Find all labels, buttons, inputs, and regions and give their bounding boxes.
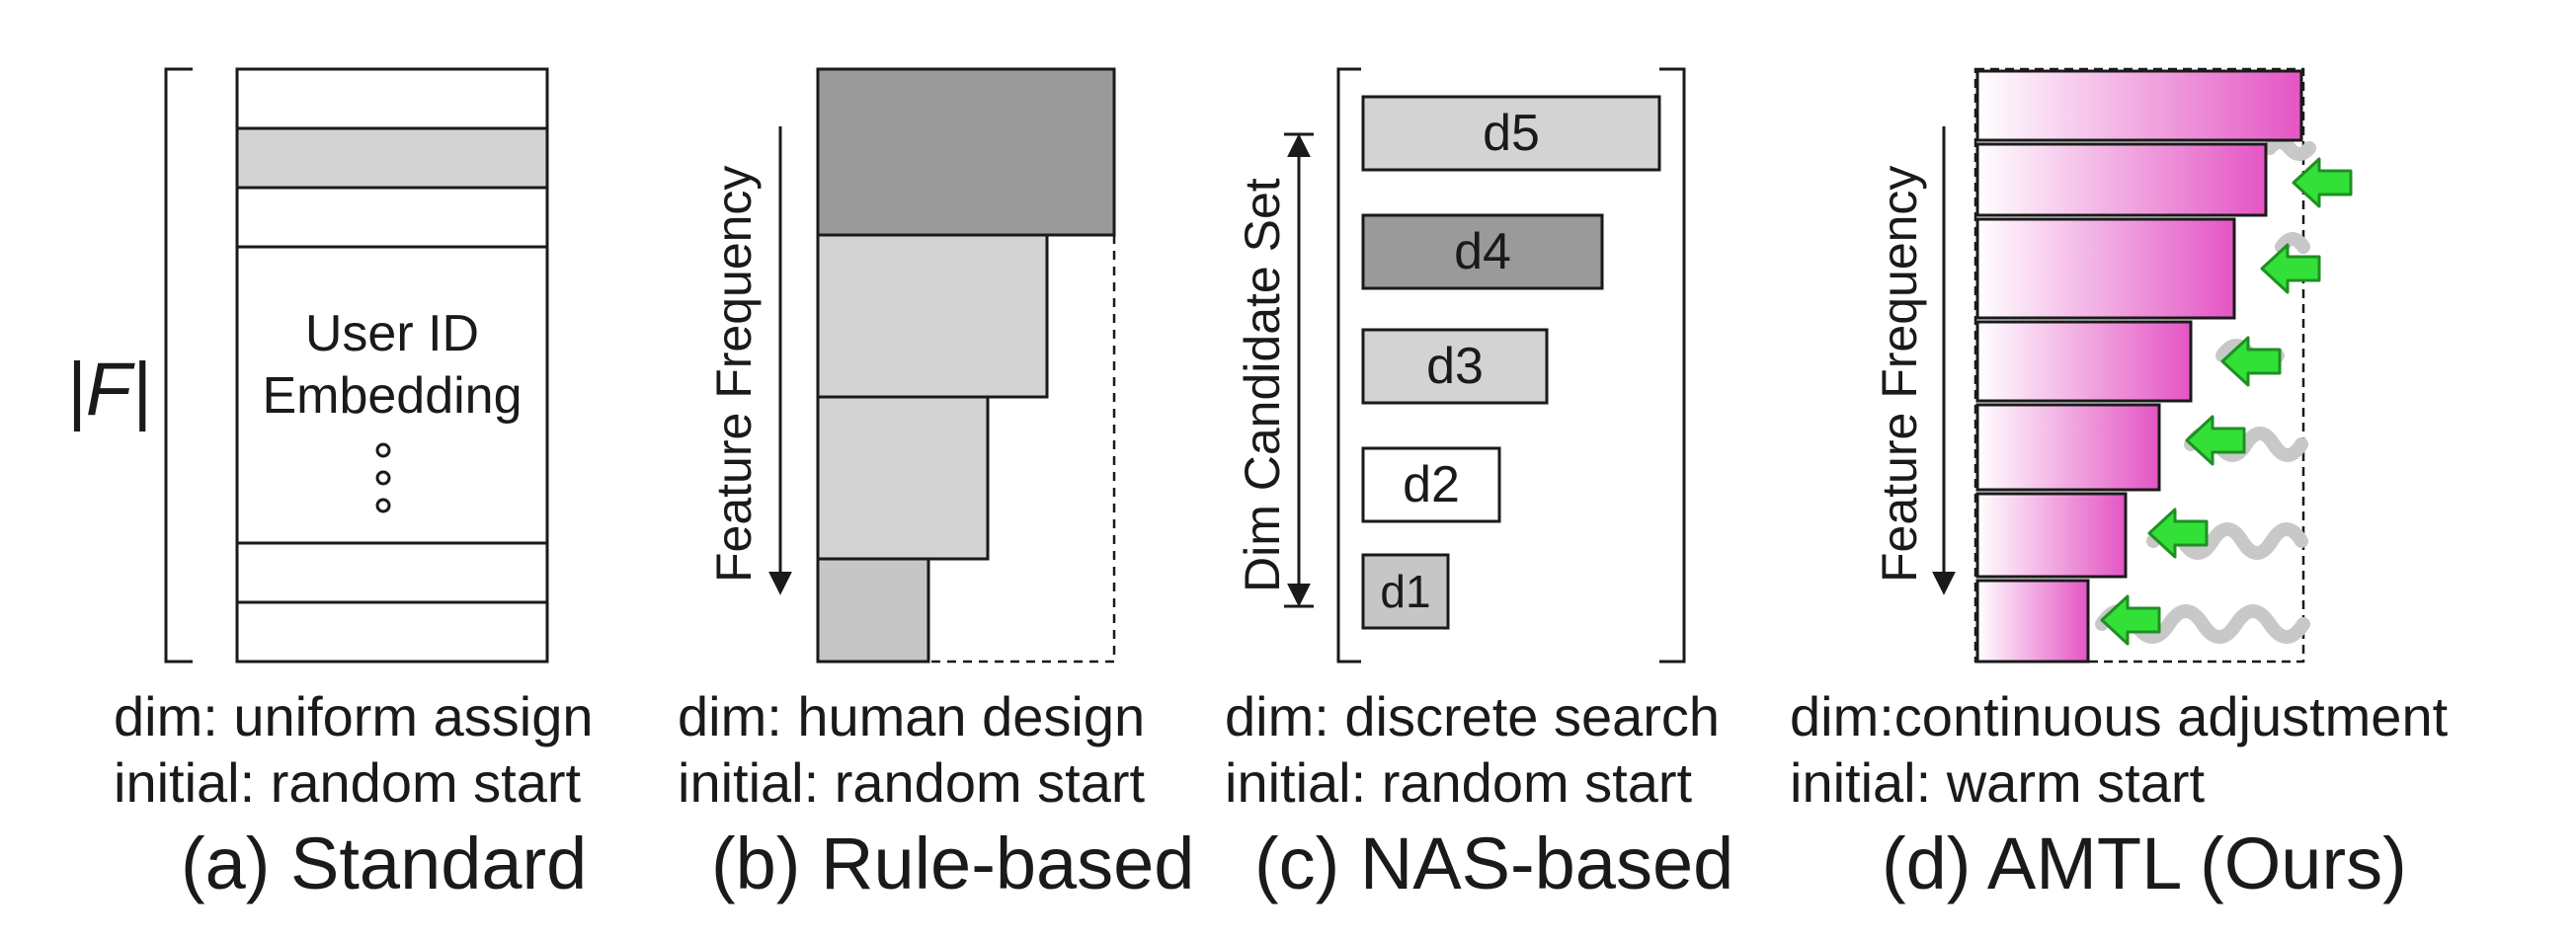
panel-d-line2: initial: warm start [1790, 751, 2206, 814]
embed-body [235, 245, 549, 545]
candidate-d5-label: d5 [1483, 105, 1540, 162]
embed-label-line2: Embedding [262, 367, 522, 425]
rule-block-2 [816, 233, 1049, 399]
embed-row [235, 67, 549, 130]
candidate-d3-label: d3 [1426, 338, 1484, 395]
rule-block-1 [816, 67, 1116, 237]
dashed-outline [928, 235, 1116, 664]
panel-c: Dim Candidate Set d5 d4 d3 d2 d1 dim: di… [1225, 67, 1733, 904]
axis-label-feature-frequency: Feature Frequency [706, 166, 762, 583]
panel-d: Feature Frequency dim: [1790, 67, 2449, 904]
adjust-arrow-icon [2185, 415, 2246, 466]
panel-c-caption: (c) NAS-based [1254, 822, 1733, 904]
candidate-d1-label: d1 [1380, 566, 1430, 617]
amtl-bar-1 [1975, 69, 2303, 142]
adjust-arrow-icon [2220, 336, 2282, 387]
candidate-d1 [1361, 553, 1450, 630]
candidate-d5 [1361, 95, 1661, 172]
axis-label-feature-frequency: Feature Frequency [1872, 166, 1927, 583]
amtl-bar-5 [1975, 403, 2161, 492]
panel-b: Feature Frequency dim: human design init… [678, 67, 1194, 904]
amtl-bar-6 [1975, 492, 2128, 579]
candidate-d4 [1361, 213, 1604, 290]
panel-c-line2: initial: random start [1225, 751, 1693, 814]
panel-d-caption: (d) AMTL (Ours) [1882, 822, 2407, 904]
candidate-d2-label: d2 [1403, 456, 1460, 513]
bracket-left [164, 67, 193, 664]
axis-label-dim-candidate-set: Dim Candidate Set [1235, 178, 1290, 592]
amtl-bar-7 [1975, 579, 2090, 664]
panel-a-caption: (a) Standard [181, 822, 587, 904]
ellipsis-dot [375, 498, 391, 513]
amtl-bar-2 [1975, 142, 2268, 217]
panel-c-line1: dim: discrete search [1225, 685, 1720, 747]
embed-row [235, 186, 549, 249]
adjust-arrow-icon [2260, 243, 2321, 294]
adjust-arrow-icon [2292, 157, 2353, 208]
candidate-d4-label: d4 [1454, 223, 1511, 280]
panel-a-line2: initial: random start [114, 751, 582, 814]
bracket-label: |F| [66, 348, 151, 431]
embed-row-highlight [235, 126, 549, 190]
adjust-arrow-icon [2100, 594, 2161, 646]
embed-row [235, 541, 549, 604]
bracket-right [1659, 67, 1686, 664]
panel-d-line1: dim:continuous adjustment [1790, 685, 2449, 747]
ellipsis-dot [375, 470, 391, 486]
green-arrows [2100, 157, 2353, 646]
panel-a-line1: dim: uniform assign [114, 685, 594, 747]
panel-b-line2: initial: random start [678, 751, 1146, 814]
ellipsis-dot [375, 442, 391, 458]
candidate-d2 [1361, 446, 1501, 523]
adjust-arrow-icon [2147, 508, 2209, 559]
bracket-left [1336, 67, 1361, 664]
rule-block-3 [816, 395, 990, 561]
panel-b-line1: dim: human design [678, 685, 1145, 747]
amtl-bar-3 [1975, 217, 2236, 320]
embed-row [235, 600, 549, 664]
panel-a: |F| User ID Embedding dim: uniform assig… [66, 67, 594, 904]
rule-block-4 [816, 557, 930, 664]
panel-b-caption: (b) Rule-based [711, 822, 1194, 904]
amtl-bar-4 [1975, 320, 2193, 403]
candidate-d3 [1361, 328, 1549, 405]
full-width-frame [1973, 67, 2305, 664]
embed-label-line1: User ID [305, 305, 479, 362]
